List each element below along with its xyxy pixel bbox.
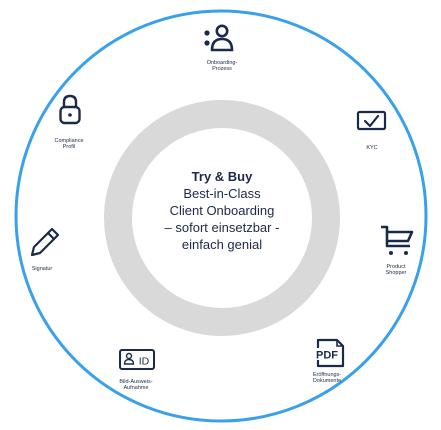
label-kyc: KYC bbox=[366, 145, 378, 151]
center-text: Try & Buy Best-in-Class Client Onboardin… bbox=[134, 168, 310, 253]
pencil-icon bbox=[30, 227, 60, 257]
label-onboarding-prozess: Onboarding- Prozess bbox=[206, 60, 238, 72]
checkbox-icon bbox=[356, 110, 387, 131]
center-title: Try & Buy bbox=[191, 169, 253, 184]
people-icon bbox=[204, 24, 234, 52]
center-line: – sofort einsetzbar - bbox=[164, 220, 280, 235]
label-signatur: Signatur bbox=[31, 266, 53, 272]
label-compliance-profil: Compliance Profil bbox=[54, 138, 84, 150]
label-bild-ausweis-aufnahme: Bild-Ausweis- Aufnahme bbox=[119, 379, 153, 391]
svg-text:PDF: PDF bbox=[316, 350, 338, 362]
outer-ring bbox=[14, 9, 428, 423]
center-line: einfach genial bbox=[181, 237, 263, 252]
lock-icon bbox=[59, 94, 81, 125]
pdf-icon: PDF bbox=[313, 338, 345, 368]
inner-ring bbox=[104, 100, 340, 336]
shopping-cart-icon bbox=[381, 225, 414, 255]
label-product-shopper: Product Shopper bbox=[385, 264, 407, 276]
svg-text:ID: ID bbox=[139, 356, 150, 368]
center-line: Client Onboarding bbox=[169, 203, 275, 218]
id-card-icon: ID bbox=[119, 349, 155, 370]
label-eroeffnungs-dokumente: Eröffnungs- Dokumente bbox=[312, 372, 342, 384]
center-line: Best-in-Class bbox=[183, 186, 261, 201]
